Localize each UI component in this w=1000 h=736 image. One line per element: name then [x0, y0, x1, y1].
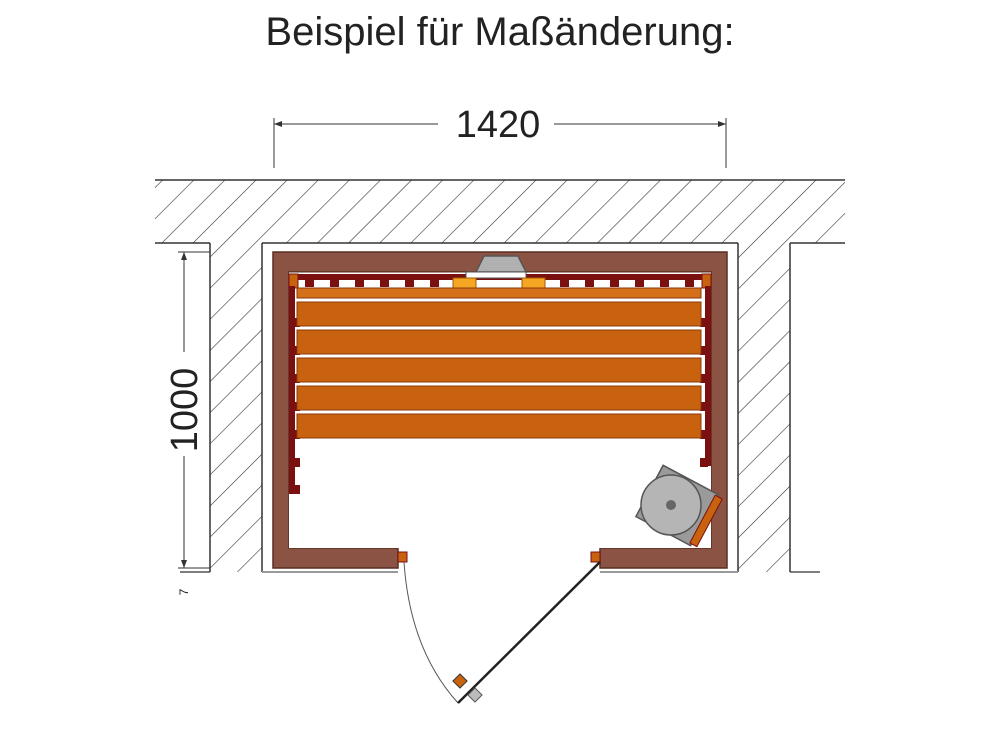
offset-label: 7: [177, 588, 191, 595]
sauna-heater-icon: [634, 464, 723, 548]
width-dimension: 1420: [273, 104, 727, 168]
depth-label: 1000: [164, 368, 206, 453]
page-title: Beispiel für Maßänderung:: [265, 10, 735, 54]
building-wall: [155, 179, 845, 573]
width-label: 1420: [456, 104, 541, 146]
bench: [296, 287, 702, 439]
depth-dimension: 1000 7: [164, 251, 210, 595]
door: [397, 551, 601, 704]
